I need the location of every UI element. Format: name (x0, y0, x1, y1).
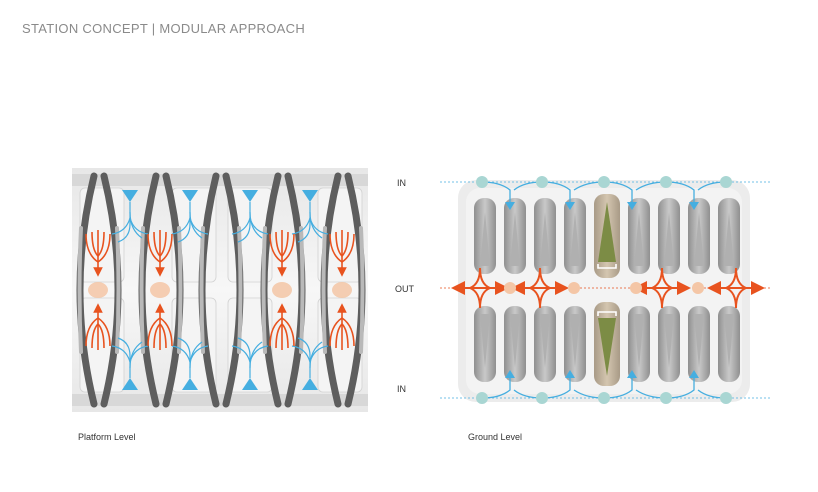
out-label: OUT (395, 284, 414, 294)
page-title: STATION CONCEPT | MODULAR APPROACH (22, 21, 306, 36)
track-band-bottom (72, 394, 368, 406)
track-band-top (72, 174, 368, 186)
platform-level-caption: Platform Level (78, 432, 136, 442)
platform-outbound-flows (85, 230, 355, 350)
ground-pods-bottom (474, 302, 740, 386)
in-label-bottom: IN (397, 384, 406, 394)
platform-inbound-flows (111, 190, 329, 390)
ground-level-caption: Ground Level (468, 432, 523, 442)
platform-level-diagram (72, 168, 368, 412)
in-label-top: IN (397, 178, 406, 188)
ground-outbound-flows (451, 267, 765, 309)
planting-top (598, 202, 616, 262)
ground-out-nodes (504, 282, 704, 294)
ground-level-diagram (440, 176, 770, 404)
arrow-in-icon (505, 202, 699, 378)
ground-in-nodes (476, 176, 732, 404)
platform-nodes (88, 282, 352, 298)
ground-pods-top (474, 194, 740, 278)
planting-bottom (598, 318, 616, 376)
